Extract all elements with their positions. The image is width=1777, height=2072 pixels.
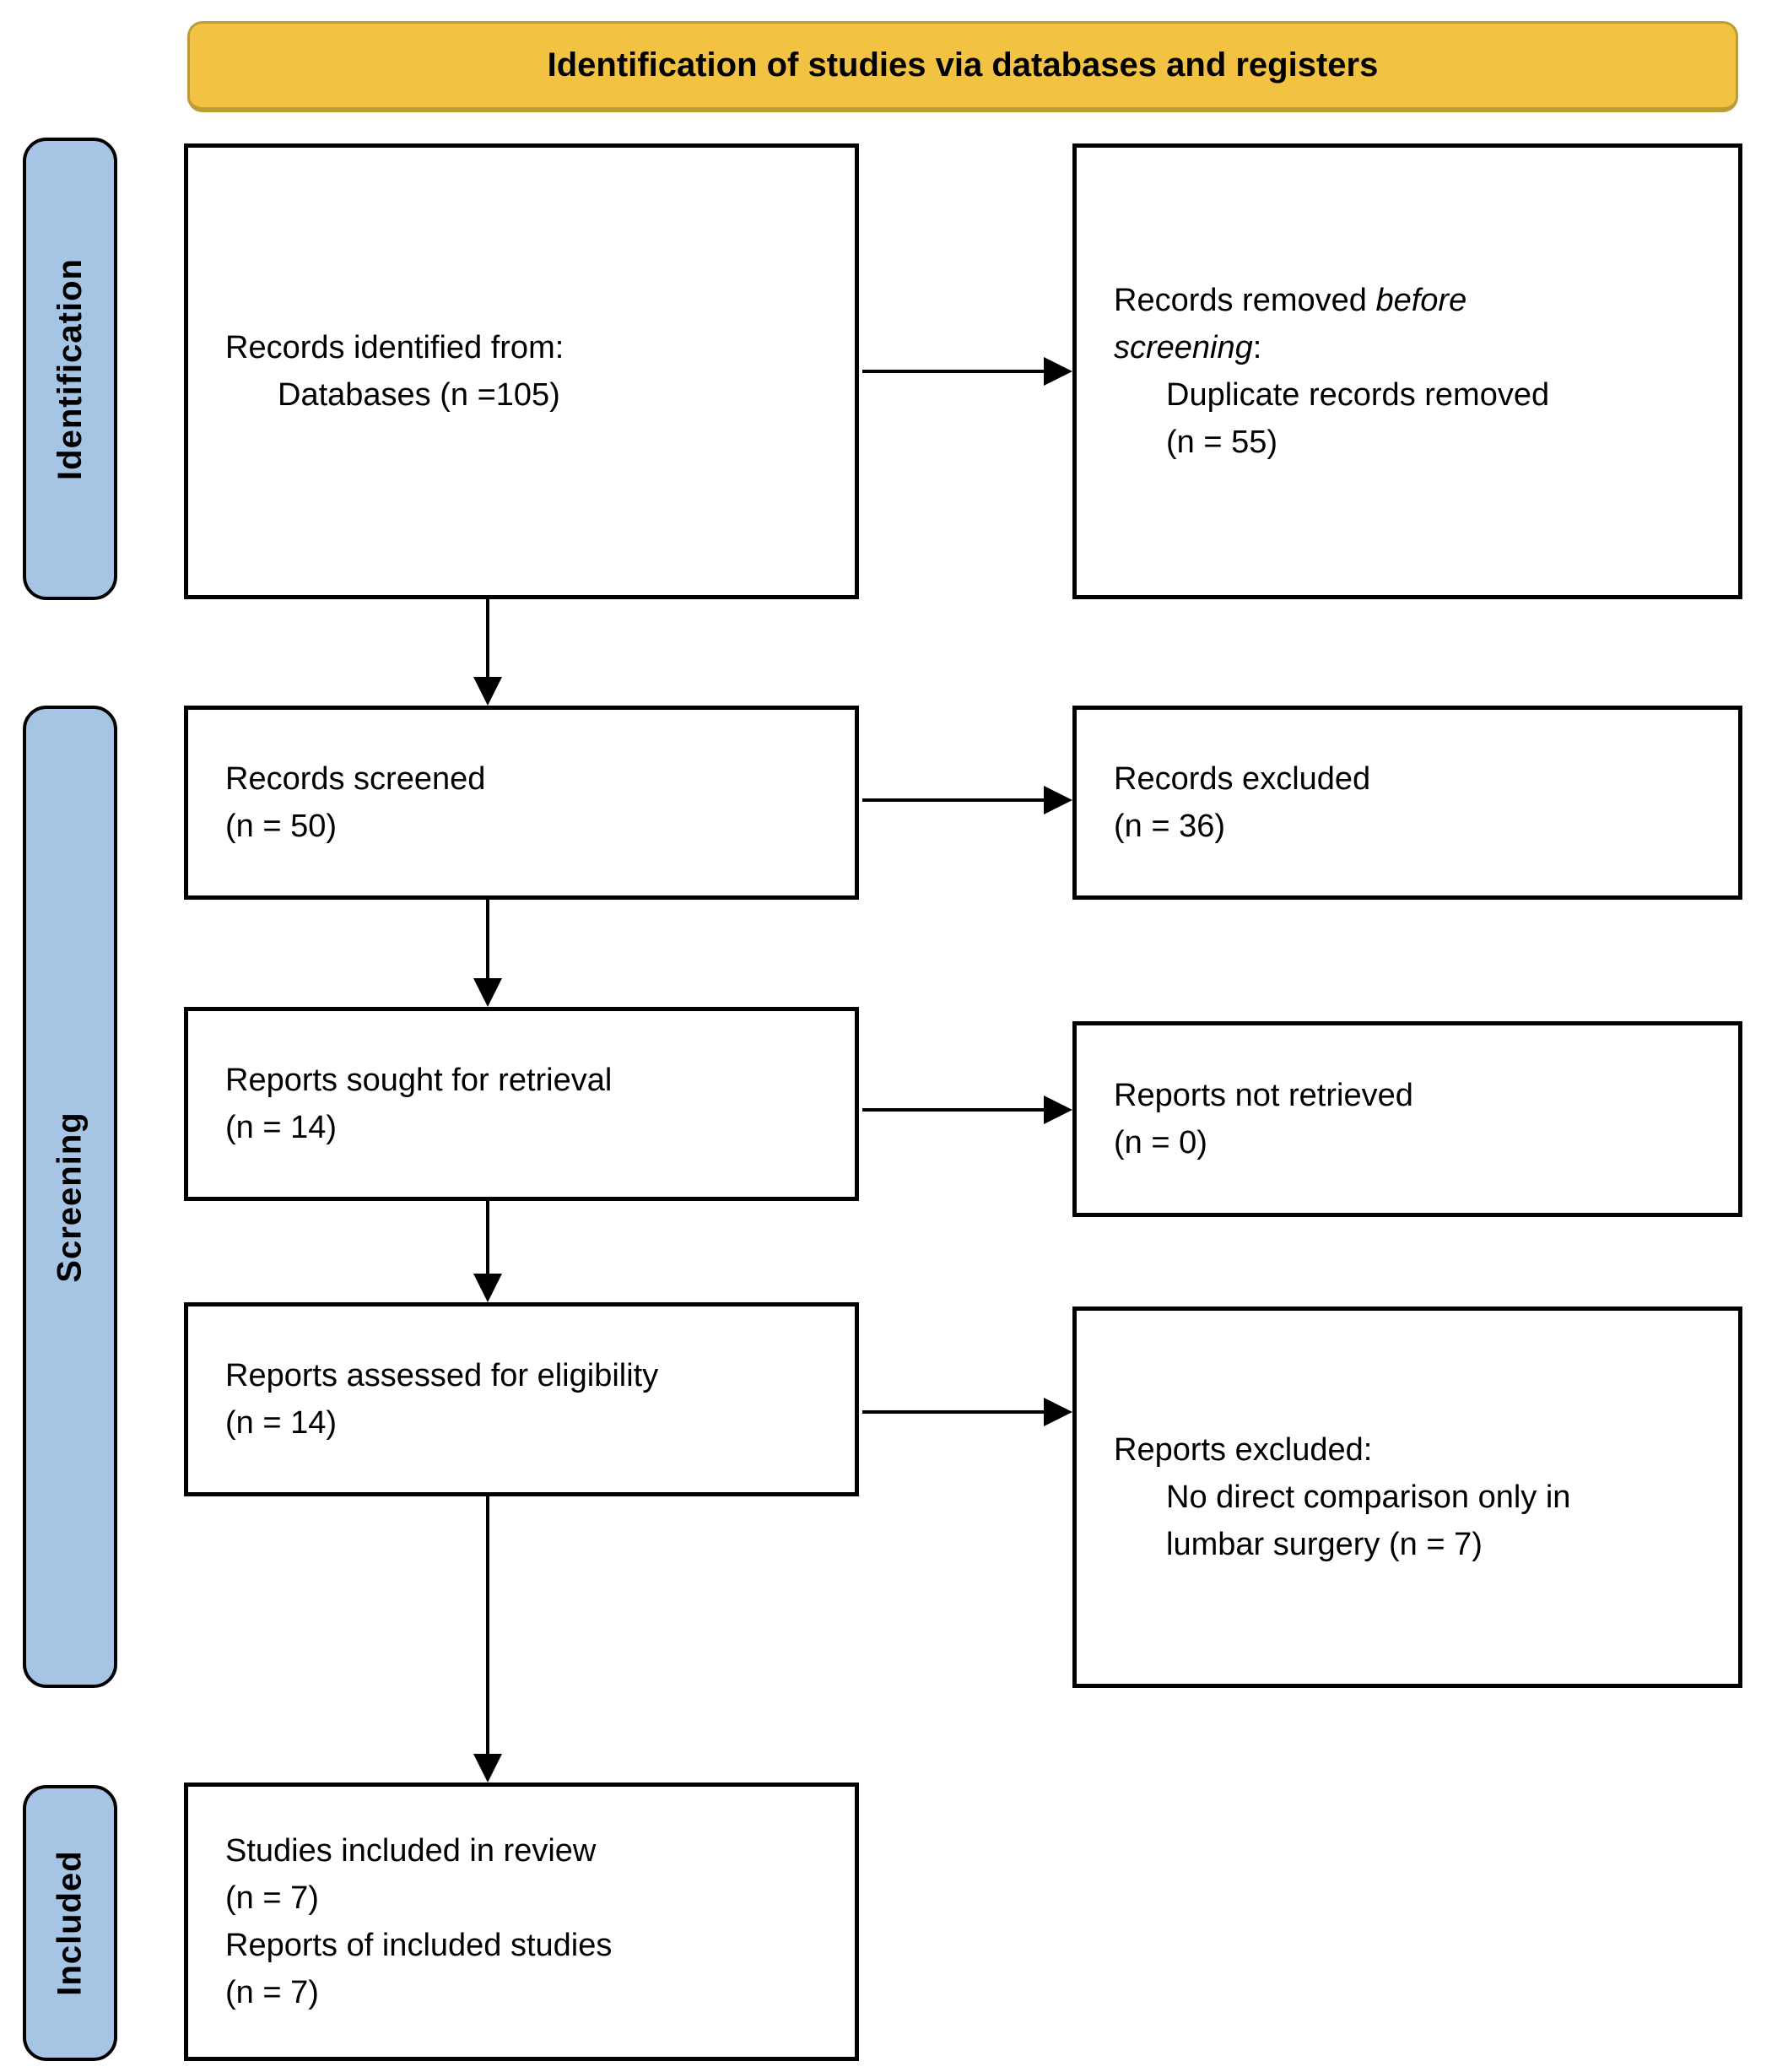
arrow-line [486, 900, 489, 982]
box-reports-excluded: Reports excluded: No direct comparison o… [1072, 1306, 1742, 1688]
arrow-line [486, 1201, 489, 1277]
box-records-removed-line4: (n = 55) [1166, 425, 1278, 460]
box-reports-sought: Reports sought for retrieval (n = 14) [184, 1007, 859, 1201]
box-reports-not-retrieved: Reports not retrieved (n = 0) [1072, 1021, 1742, 1217]
box-records-removed-line3: Duplicate records removed [1166, 377, 1550, 413]
box-records-screened-line1: Records screened [225, 761, 486, 797]
box-studies-included-line4: (n = 7) [225, 1975, 319, 2010]
box-records-identified: Records identified from: Databases (n =1… [184, 143, 859, 599]
box-records-identified-line1: Records identified from: [225, 330, 564, 365]
stage-label-included-text: Included [51, 1850, 89, 1996]
box-records-removed-line1: Records removed before [1114, 283, 1467, 318]
box-records-screened-line2: (n = 50) [225, 809, 338, 844]
box-studies-included-line1: Studies included in review [225, 1833, 597, 1869]
diagram-title: Identification of studies via databases … [547, 46, 1379, 84]
box-reports-assessed: Reports assessed for eligibility (n = 14… [184, 1302, 859, 1496]
stage-label-identification-text: Identification [51, 257, 89, 480]
stage-label-screening: Screening [23, 706, 117, 1688]
box-studies-included: Studies included in review (n = 7) Repor… [184, 1783, 859, 2061]
box-records-screened: Records screened (n = 50) [184, 706, 859, 900]
arrow-line [862, 1108, 1047, 1112]
arrow-right-head-icon [1044, 786, 1072, 814]
box-records-excluded-line2: (n = 36) [1114, 809, 1226, 844]
arrow-line [486, 599, 489, 680]
diagram-title-banner: Identification of studies via databases … [187, 21, 1738, 112]
arrow-line [486, 1496, 489, 1757]
box-reports-sought-line1: Reports sought for retrieval [225, 1063, 613, 1098]
box-records-removed: Records removed before screening: Duplic… [1072, 143, 1742, 599]
box-reports-excluded-line2: No direct comparison only in [1166, 1480, 1571, 1515]
box-studies-included-line3: Reports of included studies [225, 1928, 613, 1963]
box-reports-assessed-line2: (n = 14) [225, 1405, 338, 1441]
stage-label-screening-text: Screening [51, 1111, 89, 1283]
arrow-line [862, 798, 1047, 802]
box-reports-not-retrieved-line2: (n = 0) [1114, 1125, 1207, 1160]
stage-label-identification: Identification [23, 138, 117, 600]
arrow-down-head-icon [473, 1754, 502, 1783]
box-records-removed-line2: screening: [1114, 330, 1262, 365]
box-reports-assessed-line1: Reports assessed for eligibility [225, 1358, 659, 1393]
stage-label-included: Included [23, 1785, 117, 2061]
arrow-right-head-icon [1044, 1398, 1072, 1426]
box-reports-excluded-line1: Reports excluded: [1114, 1432, 1373, 1468]
arrow-line [862, 1410, 1047, 1414]
box-reports-excluded-line3: lumbar surgery (n = 7) [1166, 1527, 1483, 1562]
arrow-line [862, 370, 1047, 373]
arrow-right-head-icon [1044, 357, 1072, 386]
box-records-excluded-line1: Records excluded [1114, 761, 1371, 797]
box-reports-sought-line2: (n = 14) [225, 1110, 338, 1145]
box-reports-not-retrieved-line1: Reports not retrieved [1114, 1078, 1413, 1113]
box-studies-included-line2: (n = 7) [225, 1880, 319, 1916]
box-records-identified-line2: Databases (n =105) [278, 377, 560, 413]
arrow-down-head-icon [473, 677, 502, 706]
arrow-right-head-icon [1044, 1096, 1072, 1124]
arrow-down-head-icon [473, 1274, 502, 1302]
box-records-excluded: Records excluded (n = 36) [1072, 706, 1742, 900]
arrow-down-head-icon [473, 978, 502, 1007]
